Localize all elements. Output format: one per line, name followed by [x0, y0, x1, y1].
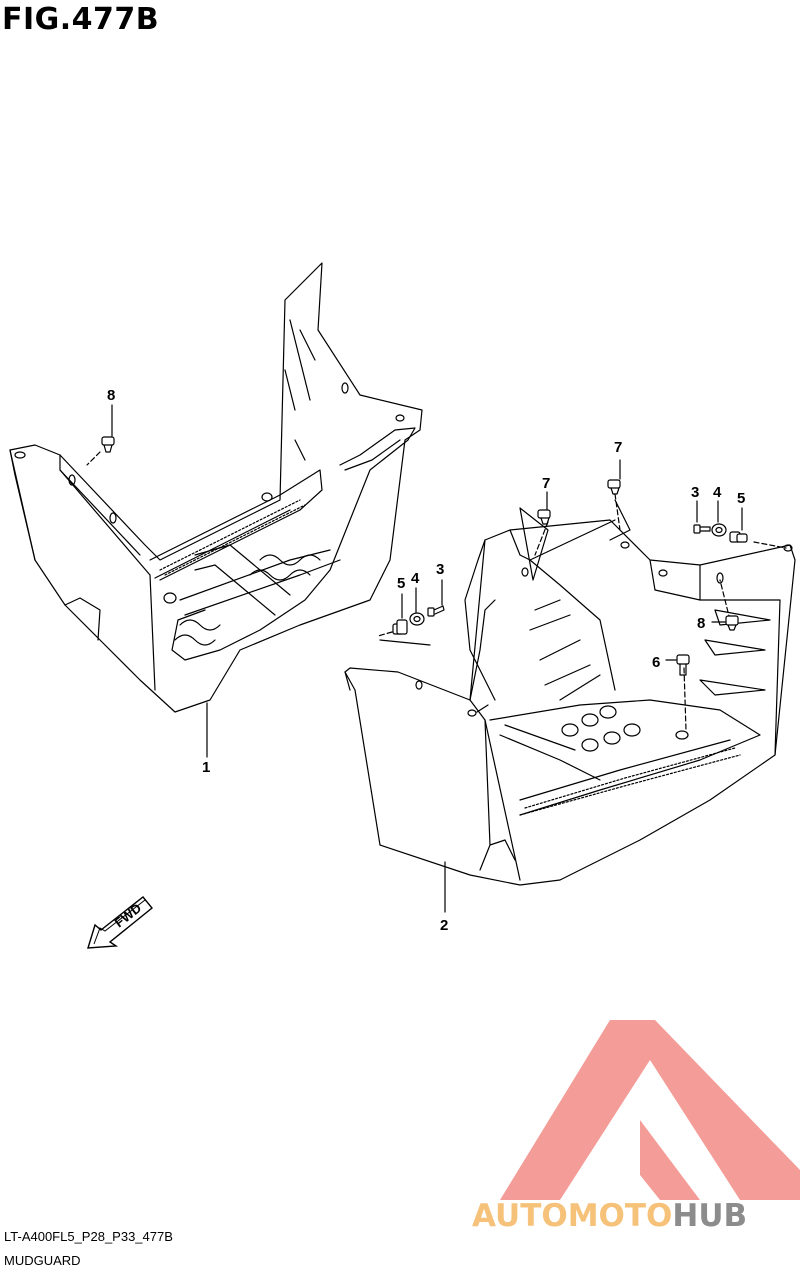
part-1-mudguard-left [9, 262, 423, 713]
callout-4-right: 4 [713, 484, 722, 501]
bolt-6 [665, 654, 690, 676]
fastener-8-left [86, 404, 115, 466]
watermark-part2: HUB [672, 1198, 747, 1234]
callout-3-right: 3 [691, 484, 699, 501]
collar-5-right [729, 507, 748, 543]
clip-7-left [537, 491, 551, 525]
collar-5-left [392, 593, 408, 635]
svg-text:AUTOMOTOHUB: AUTOMOTOHUB [472, 1198, 747, 1234]
screw-3-right [693, 500, 711, 534]
part-2-mudguard-right [344, 519, 796, 886]
callout-2: 2 [440, 917, 448, 934]
callout-4-left: 4 [411, 570, 420, 587]
clip-7-right [607, 459, 621, 495]
figure-name: MUDGUARD [4, 1253, 81, 1268]
callouts: 1 2 8 7 7 3 4 5 8 6 5 4 3 [107, 387, 745, 934]
figure-title: FIG.477B [2, 2, 160, 37]
washer-4-right [711, 500, 727, 537]
washer-4-left [409, 587, 425, 626]
screw-3-left [427, 579, 445, 617]
callout-5-right: 5 [737, 490, 745, 507]
callout-8-left: 8 [107, 387, 115, 404]
watermark-part1: AUTOMOTO [472, 1198, 672, 1234]
callout-7-left: 7 [542, 475, 550, 492]
callout-8-right: 8 [697, 615, 705, 632]
fastener-guides [377, 493, 787, 731]
watermark-logo: AUTOMOTOHUB [472, 1020, 800, 1234]
callout-3-left: 3 [436, 561, 444, 578]
callout-7-right: 7 [614, 439, 622, 456]
fastener-8-right [711, 615, 739, 631]
callout-6: 6 [652, 654, 660, 671]
figure-code: LT-A400FL5_P28_P33_477B [4, 1229, 173, 1244]
fwd-arrow: FWD [87, 896, 153, 949]
callout-5-left: 5 [397, 575, 405, 592]
callout-1: 1 [202, 759, 210, 776]
